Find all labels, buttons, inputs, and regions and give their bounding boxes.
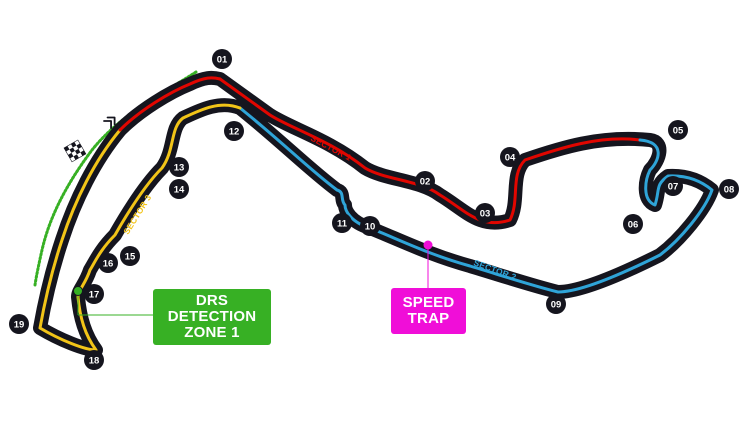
- turn-marker-circle: [224, 121, 244, 141]
- turn-marker-19: 19: [9, 314, 29, 334]
- turn-marker-circle: [169, 179, 189, 199]
- turn-marker-12: 12: [224, 121, 244, 141]
- turn-marker-circle: [9, 314, 29, 334]
- turn-marker-circle: [84, 284, 104, 304]
- double-chevron-icon: [103, 116, 116, 129]
- turn-number: 16: [103, 258, 114, 269]
- sector-1-start-line: [118, 76, 222, 132]
- turn-number: 06: [628, 219, 639, 230]
- turn-marker-17: 17: [84, 284, 104, 304]
- turn-marker-05: 05: [668, 120, 688, 140]
- drs-label-line-1: DRS: [195, 292, 229, 309]
- turn-marker-10: 10: [360, 216, 380, 236]
- drs-label-line-3: ZONE 1: [184, 324, 240, 341]
- turn-marker-circle: [719, 179, 739, 199]
- drs-label-line-2: DETECTION: [167, 308, 257, 325]
- drs-detection-zone-label: DRS DETECTION ZONE 1: [153, 289, 271, 345]
- turn-number: 05: [673, 125, 684, 136]
- speed-trap-point-icon: [423, 240, 433, 250]
- turn-number: 11: [337, 218, 348, 229]
- turn-marker-circle: [663, 176, 683, 196]
- turn-marker-06: 06: [623, 214, 643, 234]
- speed-trap-label-line-1: SPEED: [402, 294, 455, 311]
- turn-number: 15: [125, 251, 136, 262]
- turn-marker-08: 08: [719, 179, 739, 199]
- turn-marker-01: 01: [212, 49, 232, 69]
- speed-trap-label: SPEED TRAP: [391, 288, 466, 334]
- turn-marker-circle: [475, 203, 495, 223]
- turn-marker-circle: [668, 120, 688, 140]
- turn-marker-13: 13: [169, 157, 189, 177]
- turn-markers: 01 02 03 04 05 06 07 08 09 10 11 12 13 14 15 16 17 18 19: [9, 49, 739, 370]
- turn-number: 13: [174, 162, 185, 173]
- turn-number: 17: [89, 289, 100, 300]
- sector-1-line: [218, 77, 642, 225]
- turn-number: 04: [505, 152, 516, 163]
- turn-number: 12: [229, 126, 240, 137]
- turn-number: 02: [420, 176, 431, 187]
- turn-marker-circle: [332, 213, 352, 233]
- turn-marker-07: 07: [663, 176, 683, 196]
- drs-detection-point-icon: [73, 286, 83, 296]
- turn-number: 08: [724, 184, 735, 195]
- turn-marker-03: 03: [475, 203, 495, 223]
- turn-marker-circle: [623, 214, 643, 234]
- turn-marker-04: 04: [500, 147, 520, 167]
- chequered-flag-icon: [63, 139, 87, 163]
- turn-marker-14: 14: [169, 179, 189, 199]
- turn-marker-circle: [212, 49, 232, 69]
- turn-marker-11: 11: [332, 213, 352, 233]
- turn-marker-circle: [500, 147, 520, 167]
- turn-number: 14: [174, 184, 185, 195]
- turn-marker-circle: [98, 253, 118, 273]
- turn-marker-circle: [120, 246, 140, 266]
- turn-marker-circle: [169, 157, 189, 177]
- turn-marker-15: 15: [120, 246, 140, 266]
- turn-number: 01: [217, 54, 228, 65]
- turn-marker-09: 09: [546, 294, 566, 314]
- turn-marker-circle: [84, 350, 104, 370]
- turn-number: 09: [551, 299, 562, 310]
- turn-number: 19: [14, 319, 25, 330]
- turn-number: 03: [480, 208, 491, 219]
- turn-marker-16: 16: [98, 253, 118, 273]
- turn-marker-18: 18: [84, 350, 104, 370]
- turn-number: 18: [89, 355, 100, 366]
- turn-marker-circle: [546, 294, 566, 314]
- turn-marker-circle: [415, 171, 435, 191]
- turn-number: 10: [365, 221, 376, 232]
- speed-trap-label-line-2: TRAP: [407, 310, 450, 327]
- turn-marker-circle: [360, 216, 380, 236]
- turn-marker-02: 02: [415, 171, 435, 191]
- sector-2-line: [238, 106, 714, 294]
- turn-number: 07: [668, 181, 679, 192]
